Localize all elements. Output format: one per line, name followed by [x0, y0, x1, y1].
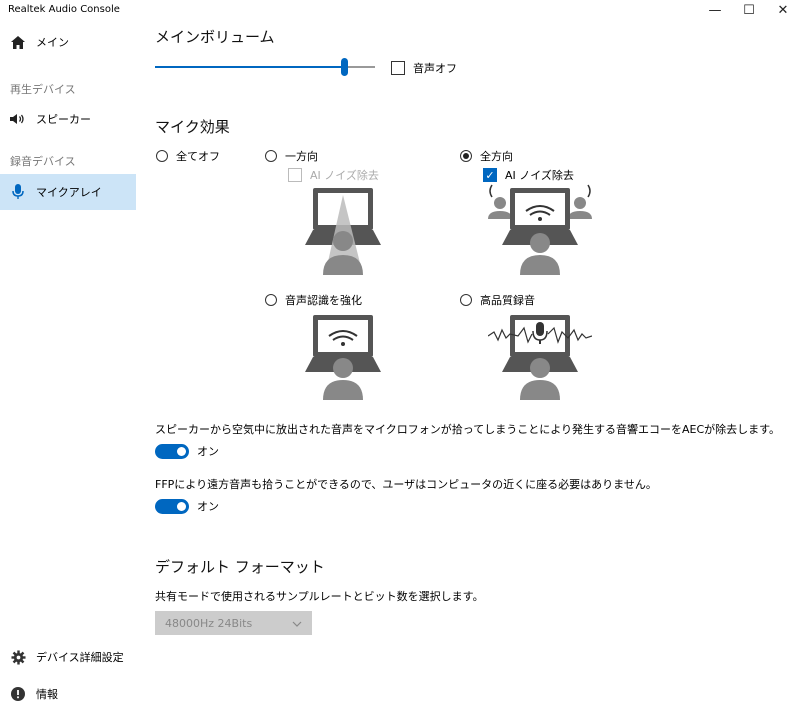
ffp-toggle[interactable]: オン	[155, 498, 219, 514]
radio-circle[interactable]	[156, 150, 168, 162]
omnidirectional-illustration	[488, 184, 592, 275]
sidebar-item-label: デバイス詳細設定	[36, 651, 124, 664]
gear-icon	[0, 649, 36, 665]
directional-ai-noise-option: AI ノイズ除去	[288, 167, 379, 183]
default-format-title: デフォルト フォーマット	[155, 558, 325, 576]
sidebar-item-label: メイン	[36, 36, 69, 49]
radio-directional[interactable]: 一方向	[265, 148, 318, 164]
radio-omnidirectional[interactable]: 全方向	[460, 148, 513, 164]
radio-speech-recognition[interactable]: 音声認識を強化	[265, 292, 362, 308]
default-format-description: 共有モードで使用されるサンプルレートとビット数を選択します。	[155, 590, 484, 603]
directional-ai-checkbox	[288, 168, 302, 182]
sidebar-item-main[interactable]: メイン	[0, 24, 136, 60]
sidebar-item-mic-array[interactable]: マイクアレイ	[0, 174, 136, 210]
speaker-icon	[0, 113, 36, 125]
toggle-label: オン	[197, 500, 219, 513]
playback-devices-header: 再生デバイス	[10, 83, 76, 96]
microphone-icon	[0, 184, 36, 200]
radio-circle[interactable]	[265, 294, 277, 306]
close-button[interactable]: ✕	[777, 2, 789, 18]
speech-recognition-illustration	[305, 315, 381, 400]
high-quality-illustration	[488, 315, 592, 400]
radio-label: 全てオフ	[176, 150, 220, 163]
radio-label: 一方向	[285, 150, 318, 163]
app-title: Realtek Audio Console	[8, 4, 120, 15]
radio-circle[interactable]	[460, 294, 472, 306]
sidebar-item-device-settings[interactable]: デバイス詳細設定	[0, 639, 136, 675]
checkbox-label: AI ノイズ除去	[310, 169, 379, 182]
radio-all-off[interactable]: 全てオフ	[156, 148, 220, 164]
sidebar-item-info[interactable]: 情報	[0, 676, 136, 712]
sidebar-item-label: スピーカー	[36, 113, 91, 126]
checkbox-label: AI ノイズ除去	[505, 169, 574, 182]
sidebar-item-label: マイクアレイ	[36, 186, 102, 199]
mic-effects-title: マイク効果	[155, 118, 230, 136]
ffp-toggle-switch[interactable]	[155, 498, 189, 514]
home-icon	[0, 35, 36, 49]
sidebar-item-speaker[interactable]: スピーカー	[0, 101, 136, 137]
omni-ai-checkbox[interactable]: ✓	[483, 168, 497, 182]
chevron-down-icon	[292, 617, 302, 630]
directional-illustration	[305, 188, 381, 275]
mute-option[interactable]: 音声オフ	[391, 60, 457, 76]
omni-ai-noise-option[interactable]: ✓ AI ノイズ除去	[483, 167, 574, 183]
recording-devices-header: 録音デバイス	[10, 155, 76, 168]
radio-label: 全方向	[480, 150, 513, 163]
radio-circle[interactable]	[460, 150, 472, 162]
aec-description: スピーカーから空気中に放出された音声をマイクロフォンが拾ってしまうことにより発生…	[155, 423, 781, 436]
mute-label: 音声オフ	[413, 62, 457, 75]
main-volume-title: メインボリューム	[155, 28, 275, 46]
radio-circle[interactable]	[265, 150, 277, 162]
info-icon	[0, 687, 36, 701]
aec-toggle[interactable]: オン	[155, 443, 219, 459]
radio-label: 音声認識を強化	[285, 294, 362, 307]
sidebar-item-label: 情報	[36, 688, 58, 701]
format-select[interactable]: 48000Hz 24Bits	[155, 611, 312, 635]
volume-slider-fill	[155, 66, 345, 68]
volume-slider-track[interactable]	[155, 58, 375, 76]
toggle-label: オン	[197, 445, 219, 458]
format-select-value: 48000Hz 24Bits	[165, 616, 253, 630]
maximize-button[interactable]: ☐	[743, 2, 755, 18]
minimize-button[interactable]: —	[708, 2, 722, 18]
aec-toggle-switch[interactable]	[155, 443, 189, 459]
mute-checkbox[interactable]	[391, 61, 405, 75]
radio-high-quality[interactable]: 高品質録音	[460, 292, 535, 308]
ffp-description: FFPにより遠方音声も拾うことができるので、ユーザはコンピュータの近くに座る必要…	[155, 478, 657, 491]
volume-slider-thumb[interactable]	[341, 58, 349, 76]
radio-label: 高品質録音	[480, 294, 535, 307]
